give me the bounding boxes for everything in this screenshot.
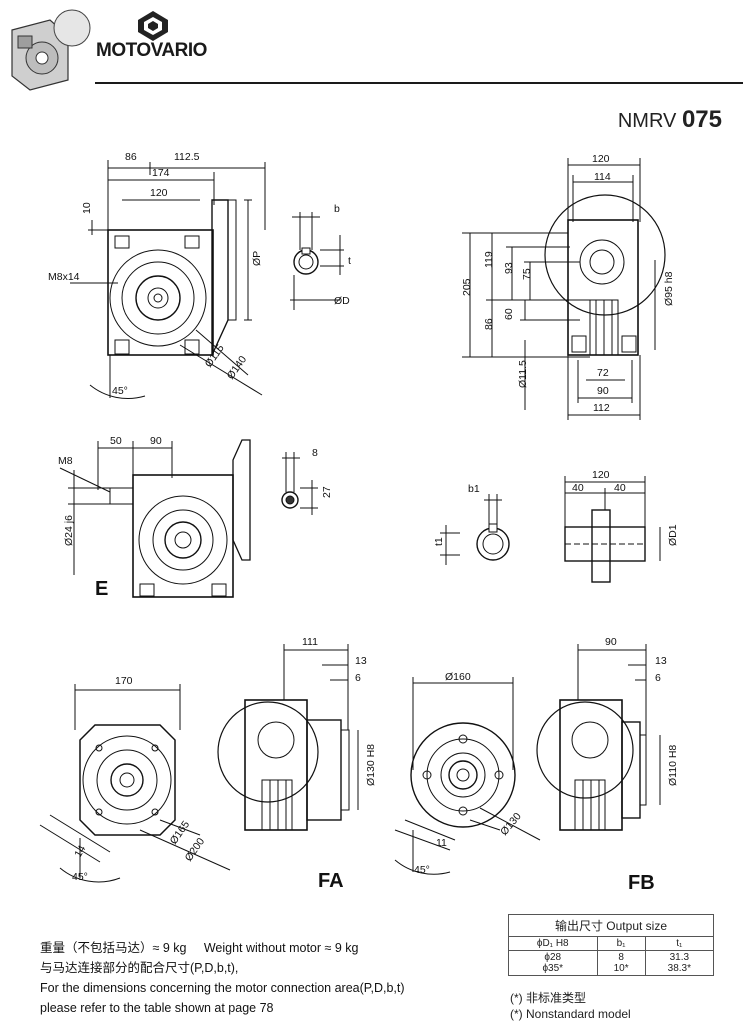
fa-dia-130: Ø130 H8: [365, 744, 377, 786]
table-cell: 8 10*: [596, 950, 646, 976]
weight-cn: 重量（不包括马达）≈ 9 kg: [40, 941, 187, 955]
e-m8: M8: [58, 455, 73, 467]
side-86: 86: [483, 318, 495, 330]
fb-11: 11: [436, 837, 447, 849]
fa-13: 13: [355, 655, 367, 667]
cell-value: 8: [618, 952, 624, 963]
side-90: 90: [597, 385, 609, 397]
fa-14: 14: [72, 843, 88, 859]
dim-86: 86: [125, 151, 137, 163]
e-shaft: Ø24 j6: [63, 515, 75, 546]
dim-dia-p: ØP: [251, 251, 263, 266]
table-caption: 输出尺寸 Output size: [508, 914, 714, 937]
key-t: t: [348, 255, 351, 267]
dim-112-5: 112.5: [174, 151, 200, 163]
fb-90: 90: [605, 636, 617, 648]
fa-170: 170: [115, 675, 133, 687]
product-thumbnail: [11, 9, 91, 91]
e-50: 50: [110, 435, 122, 447]
brand-logo-icon: [138, 11, 168, 41]
table-header: b₁: [596, 936, 646, 951]
side-dia-95: Ø95 h8: [663, 271, 675, 306]
side-120: 120: [592, 153, 610, 165]
header-rule: [95, 82, 743, 84]
model-prefix: NMRV: [617, 110, 677, 132]
weight-line: 重量（不包括马达）≈ 9 kg Weight without motor ≈ 9…: [40, 938, 405, 958]
table-header: t₁: [644, 936, 715, 951]
e-k27: 27: [321, 486, 333, 498]
hollow-d1: ØD1: [667, 524, 679, 546]
footnote: (*) 非标准类型 (*) Nonstandard model: [510, 990, 631, 1022]
view-label-fa: FA: [318, 870, 344, 892]
weight-en: Weight without motor ≈ 9 kg: [203, 941, 359, 955]
note-line-4: please refer to the table shown at page …: [40, 1001, 274, 1015]
hollow-40a: 40: [572, 482, 584, 494]
note-line-3: For the dimensions concerning the motor …: [40, 981, 405, 995]
notes-block: 重量（不包括马达）≈ 9 kg Weight without motor ≈ 9…: [40, 938, 405, 1018]
key-dia-d: ØD: [334, 295, 350, 307]
model-title: NMRV 075: [618, 106, 722, 134]
brand-name: MOTOVARIO: [96, 40, 207, 61]
dim-dia-115: Ø115: [203, 342, 227, 369]
hollow-120: 120: [592, 469, 610, 481]
dim-120-main: 120: [150, 187, 168, 199]
fa-dia-200: Ø200: [183, 836, 208, 864]
dim-angle-main: 45°: [112, 385, 128, 397]
e-90: 90: [150, 435, 162, 447]
view-label-fb: FB: [628, 872, 655, 894]
fb-angle: 45°: [414, 864, 430, 876]
hollow-t1: t1: [433, 537, 445, 546]
model-number: 075: [681, 106, 722, 133]
dim-10: 10: [81, 202, 93, 214]
thread-m8x14: M8x14: [48, 271, 80, 283]
fb-13: 13: [655, 655, 667, 667]
footnote-en: (*) Nonstandard model: [510, 1007, 631, 1021]
dim-174: 174: [152, 167, 170, 179]
side-60: 60: [503, 308, 515, 320]
fa-6: 6: [355, 672, 361, 684]
cell-value: ϕ35*: [542, 963, 564, 974]
cell-value: ϕ28: [544, 952, 562, 963]
table-row: ϕ28 ϕ35* 8 10* 31.3 38.3*: [508, 950, 715, 976]
side-119: 119: [483, 251, 495, 268]
hollow-40b: 40: [614, 482, 626, 494]
key-b: b: [334, 203, 340, 215]
note-line-2: 与马达连接部分的配合尺寸(P,D,b,t),: [40, 961, 239, 975]
fb-6: 6: [655, 672, 661, 684]
fb-dia-130: Ø130: [498, 810, 524, 838]
table-cell: ϕ28 ϕ35*: [508, 950, 598, 976]
cell-value: 31.3: [669, 952, 690, 963]
fa-111: 111: [302, 636, 318, 648]
table-cell: 31.3 38.3*: [644, 950, 715, 976]
footnote-cn: (*) 非标准类型: [510, 991, 586, 1005]
view-label-e: E: [95, 578, 109, 600]
fb-dia-160: Ø160: [445, 671, 471, 683]
output-size-table: 输出尺寸 Output size ϕD₁ H8 b₁ t₁ ϕ28 ϕ35* 8…: [508, 914, 715, 976]
fb-dia-110: Ø110 H8: [667, 745, 679, 786]
cell-value: 10*: [613, 963, 629, 974]
side-75: 75: [521, 268, 533, 280]
cell-value: 38.3*: [667, 963, 692, 974]
table-header: ϕD₁ H8: [508, 936, 598, 951]
side-dia-11-5: Ø11.5: [517, 360, 529, 388]
e-k8: 8: [312, 447, 318, 459]
side-93: 93: [503, 262, 515, 274]
side-72: 72: [597, 367, 609, 379]
hollow-b1: b1: [468, 483, 480, 495]
side-205: 205: [461, 278, 473, 296]
fa-angle: 45°: [72, 871, 88, 883]
side-112: 112: [593, 402, 610, 414]
side-114: 114: [594, 171, 611, 183]
